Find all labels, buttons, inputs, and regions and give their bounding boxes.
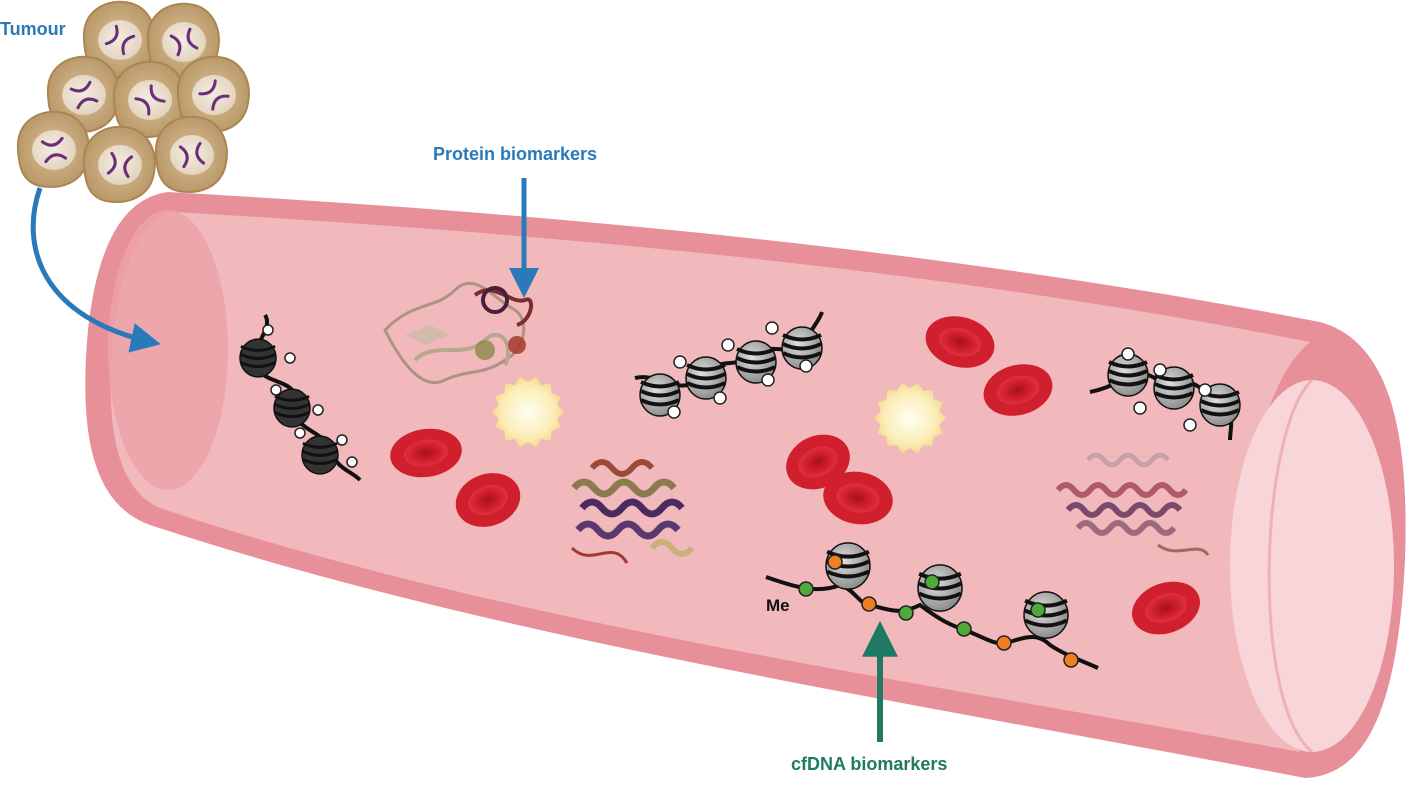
chromosome-icon	[198, 79, 230, 111]
methylation-label: Me	[766, 596, 790, 615]
methyl-mark	[799, 359, 813, 373]
red-blood-cell-icon	[925, 316, 995, 368]
chromosome-icon	[169, 27, 199, 57]
protein-structure-1	[383, 281, 534, 384]
methyl-mark	[1063, 652, 1079, 668]
tumour-cluster	[16, 0, 250, 203]
red-blood-cells	[390, 316, 1200, 635]
methyl-mark	[312, 404, 324, 416]
tumour-label: Tumour	[0, 19, 66, 39]
nucleosome-icon	[917, 564, 963, 612]
methyl-mark	[1030, 602, 1046, 618]
chromosome-icon	[69, 80, 99, 110]
nucleosome-icon	[1023, 591, 1069, 639]
tumour-cell-icon	[82, 125, 156, 203]
tumour-cell-icon	[154, 115, 228, 193]
nucleosome-icon	[685, 356, 727, 400]
chromosome-icon	[178, 141, 206, 169]
nucleosome-chain-1	[239, 313, 362, 482]
red-blood-cell-icon	[786, 434, 850, 490]
cfdna-biomarkers-label: cfDNA biomarkers	[791, 754, 948, 774]
methylated-cfdna-chain	[765, 542, 1099, 670]
chromosome-icon	[40, 136, 68, 164]
chromosome-icon	[104, 24, 136, 56]
methyl-mark	[761, 373, 775, 387]
nucleosome-icon	[301, 435, 339, 475]
methyl-mark	[956, 621, 972, 637]
vessel-opening-left	[108, 210, 228, 490]
tumour-cell-icon	[16, 110, 90, 188]
methyl-mark	[294, 427, 306, 439]
platelet-icon	[492, 376, 564, 448]
methyl-mark	[765, 321, 779, 335]
vessel-lumen	[110, 212, 1311, 752]
chromosome-icon	[134, 84, 166, 116]
nucleosome-icon	[639, 373, 681, 417]
methyl-mark	[346, 456, 358, 468]
chromosome-icon	[106, 151, 134, 179]
nucleosome-icon	[239, 338, 277, 378]
methyl-mark	[667, 405, 681, 419]
nucleosome-chain-2	[634, 311, 824, 419]
methyl-mark	[1133, 401, 1147, 415]
methyl-mark	[284, 352, 296, 364]
nucleosome-icon	[825, 542, 871, 590]
red-blood-cell-icon	[983, 364, 1053, 416]
methyl-mark	[996, 635, 1012, 651]
nucleosome-icon	[1107, 353, 1149, 397]
methyl-mark	[798, 581, 814, 597]
methyl-mark	[827, 554, 843, 570]
nucleosome-icon	[273, 388, 311, 428]
platelet-icon	[874, 382, 946, 454]
nucleosome-chain-3	[1089, 347, 1241, 441]
tumour-cell-icon	[112, 60, 186, 138]
methyl-mark	[1198, 383, 1212, 397]
protein-biomarkers-label: Protein biomarkers	[433, 144, 598, 164]
methyl-mark	[898, 605, 914, 621]
methyl-mark	[1121, 347, 1135, 361]
methyl-mark	[336, 434, 348, 446]
tumour-entry-arrow	[30, 187, 161, 353]
red-blood-cell-icon	[823, 471, 893, 525]
nucleosome-icon	[735, 340, 777, 384]
tumour-cell-icon	[146, 2, 220, 80]
red-blood-cell-icon	[1132, 581, 1200, 635]
protein-structure-2	[570, 459, 695, 564]
methyl-mark	[270, 384, 282, 396]
red-blood-cell-icon	[455, 473, 521, 527]
blood-vessel	[85, 192, 1406, 778]
methyl-mark	[721, 338, 735, 352]
red-blood-cell-icon	[390, 428, 462, 478]
methyl-mark	[1183, 418, 1197, 432]
protein-structure-3	[1055, 452, 1210, 557]
methyl-mark	[673, 355, 687, 369]
methyl-mark	[861, 596, 877, 612]
methyl-mark	[924, 574, 940, 590]
methyl-mark	[262, 324, 274, 336]
platelets	[492, 376, 946, 454]
methyl-mark	[713, 391, 727, 405]
vessel-opening-right	[1230, 380, 1394, 752]
methyl-mark	[1153, 363, 1167, 377]
